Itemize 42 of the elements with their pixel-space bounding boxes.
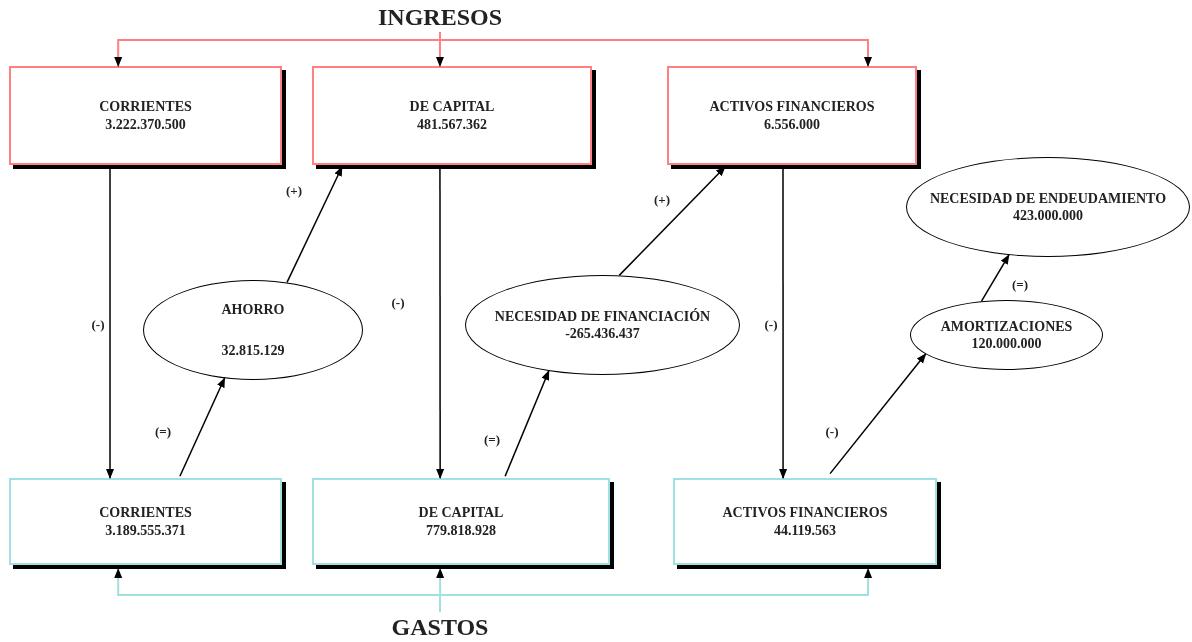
arrow — [439, 568, 873, 613]
arrow — [504, 370, 550, 477]
amount-text: 481.567.362 — [417, 115, 487, 133]
edge-label: (-) — [390, 295, 406, 311]
amount-text: -265.436.437 — [565, 325, 640, 343]
node-heading: DE CAPITAL — [418, 504, 504, 522]
node-heading: AMORTIZACIONES — [940, 317, 1073, 335]
arrow — [980, 254, 1010, 302]
edge-label: (-) — [763, 317, 779, 333]
amount-text: 3.189.555.371 — [105, 521, 186, 539]
amount-text: 6.556.000 — [764, 115, 820, 133]
node-heading: DE CAPITAL — [409, 98, 495, 116]
amount-text: 779.818.928 — [426, 521, 496, 539]
arrow — [436, 168, 445, 479]
edge-label: (+) — [284, 183, 304, 199]
arrow — [179, 377, 226, 477]
section-title: GASTOS — [391, 613, 489, 641]
amount-text: 120.000.000 — [971, 335, 1042, 353]
section-title: INGRESOS — [377, 3, 502, 31]
node-heading: ACTIVOS FINANCIEROS — [722, 504, 888, 522]
edge-label: (-) — [90, 317, 106, 333]
arrow — [618, 166, 726, 277]
node-heading: NECESIDAD DE ENDEUDAMIENTO — [929, 189, 1167, 207]
amount-text: 3.222.370.500 — [105, 115, 186, 133]
amount-text: 32.815.129 — [221, 342, 285, 360]
arrow — [779, 168, 788, 479]
arrow — [439, 31, 872, 67]
amount-text: 423.000.000 — [1013, 207, 1083, 225]
edge-label: (=) — [153, 424, 173, 440]
amount-text: 44.119.563 — [773, 521, 837, 539]
edge-label: (=) — [1010, 277, 1030, 293]
arrow — [829, 353, 927, 475]
node-heading: ACTIVOS FINANCIEROS — [709, 98, 875, 116]
edge-label: (=) — [482, 432, 502, 448]
arrow — [106, 168, 114, 479]
edge-label: (+) — [652, 192, 672, 208]
edge-label: (-) — [824, 424, 840, 440]
node-heading: AHORRO — [221, 300, 285, 318]
arrow — [286, 166, 343, 284]
node-heading: CORRIENTES — [99, 504, 192, 522]
node-heading: CORRIENTES — [99, 98, 192, 116]
node-heading: NECESIDAD DE FINANCIACIÓN — [494, 307, 711, 325]
